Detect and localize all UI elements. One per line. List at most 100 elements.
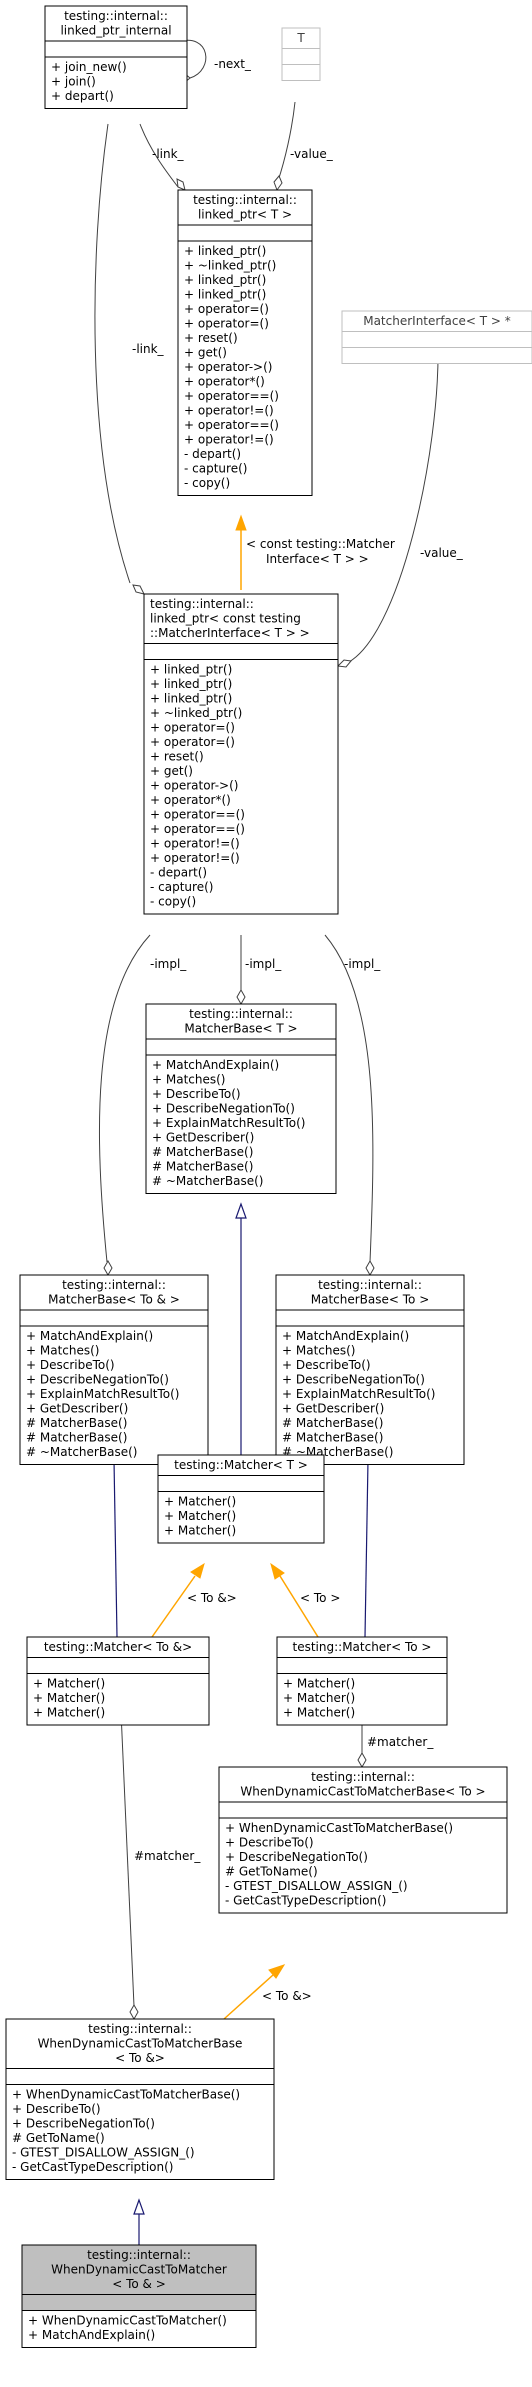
class-method: + linked_ptr() <box>150 677 232 691</box>
class-method: + WhenDynamicCastToMatcher() <box>28 2314 227 2328</box>
class-method: + Matcher() <box>164 1509 236 1523</box>
edge-link-2-diamond <box>132 584 145 595</box>
class-method: # MatcherBase() <box>26 1431 127 1445</box>
class-method: + operator!=() <box>150 837 240 851</box>
class-method: + Matcher() <box>33 1706 105 1720</box>
edge-inherit-wdc-arrow <box>133 2198 145 2215</box>
class-node-linked-ptr-t[interactable]: testing::internal::linked_ptr< T >+ link… <box>177 189 313 496</box>
edge-value-2 <box>344 344 439 665</box>
class-method: + Matcher() <box>164 1524 236 1538</box>
class-title: WhenDynamicCastToMatcherBase <box>38 2037 243 2051</box>
class-box <box>341 310 532 364</box>
class-method: + GetDescriber() <box>282 1402 384 1416</box>
class-title: MatcherBase< To & > <box>48 1293 180 1307</box>
class-title: WhenDynamicCastToMatcherBase< To > <box>240 1785 485 1799</box>
edge-inherit-matcher-toref <box>113 1459 118 1638</box>
edge-label-link-2: -link_ <box>132 342 165 356</box>
class-box <box>145 1003 337 1194</box>
class-method: # MatcherBase() <box>152 1160 253 1174</box>
class-node-matcherbase-toref[interactable]: testing::internal::MatcherBase< To & >+ … <box>19 1274 209 1465</box>
class-method: + ExplainMatchResultTo() <box>152 1116 306 1130</box>
class-method: + Matcher() <box>33 1677 105 1691</box>
edge-label-value-1: -value_ <box>290 147 334 161</box>
class-method: + operator!=() <box>150 851 240 865</box>
class-method: + DescribeNegationTo() <box>12 2117 155 2131</box>
class-box <box>19 1274 209 1465</box>
class-method: + ~linked_ptr() <box>184 259 276 273</box>
class-title: testing::Matcher< T > <box>174 1458 308 1472</box>
class-method: + DescribeNegationTo() <box>225 1850 368 1864</box>
class-box <box>276 1636 448 1726</box>
class-method: + GetDescriber() <box>152 1131 254 1145</box>
edge-label-impl-1: -impl_ <box>150 957 187 971</box>
edge-label-impl-3: -impl_ <box>344 957 381 971</box>
class-method: + operator=() <box>150 721 235 735</box>
class-method: + DescribeNegationTo() <box>26 1373 169 1387</box>
class-title: testing::internal:: <box>88 2022 192 2036</box>
edge-template-to-arrow <box>270 1562 285 1580</box>
class-node-matcherbase-to[interactable]: testing::internal::MatcherBase< To >+ Ma… <box>275 1274 465 1465</box>
edge-label-link-1: -link_ <box>152 147 185 161</box>
class-node-linked-ptr-const[interactable]: testing::internal::linked_ptr< const tes… <box>143 593 339 915</box>
edge-impl-2-diamond <box>236 988 246 1006</box>
class-node-matcherbase-t[interactable]: testing::internal::MatcherBase< T >+ Mat… <box>145 1003 337 1194</box>
class-box <box>218 1766 508 1914</box>
class-node-matcher-t[interactable]: testing::Matcher< T >+ Matcher()+ Matche… <box>157 1454 325 1544</box>
class-title: testing::internal:: <box>318 1278 422 1292</box>
class-title: testing::Matcher< To &> <box>44 1640 192 1654</box>
class-method: # MatcherBase() <box>26 1416 127 1430</box>
edge-inherit-matcher-to <box>364 1459 369 1638</box>
class-method: + linked_ptr() <box>150 663 232 677</box>
class-node-wdcbase-to[interactable]: testing::internal::WhenDynamicCastToMatc… <box>218 1766 508 1914</box>
edge-label-matcher-2: #matcher_ <box>134 1849 201 1863</box>
class-node-matcherinterface[interactable]: MatcherInterface< T > * <box>341 310 532 364</box>
edge-template-wdc <box>223 1974 274 2020</box>
class-method: - GetCastTypeDescription() <box>225 1894 387 1908</box>
edge-label-value-2: -value_ <box>420 546 464 560</box>
class-node-wdcbase-toref[interactable]: testing::internal::WhenDynamicCastToMatc… <box>5 2018 275 2180</box>
class-method: + operator==() <box>150 808 245 822</box>
class-node-linked-ptr-internal[interactable]: testing::internal::linked_ptr_internal+ … <box>44 5 188 109</box>
class-title: MatcherBase< To > <box>311 1293 430 1307</box>
edge-value-1 <box>277 101 296 182</box>
class-method: + WhenDynamicCastToMatcherBase() <box>225 1821 453 1835</box>
class-method: + Matches() <box>26 1344 99 1358</box>
class-box <box>5 2018 275 2180</box>
class-method: + reset() <box>184 331 238 345</box>
class-title: testing::internal:: <box>150 597 254 611</box>
class-method: + depart() <box>51 89 114 103</box>
class-box <box>157 1454 325 1544</box>
class-method: + WhenDynamicCastToMatcherBase() <box>12 2088 240 2102</box>
class-method: + ~linked_ptr() <box>150 706 242 720</box>
edge-inherit-matcher-t-arrow <box>235 1202 247 1219</box>
class-node-matcher-toref[interactable]: testing::Matcher< To &>+ Matcher()+ Matc… <box>26 1636 210 1726</box>
class-method: + reset() <box>150 750 204 764</box>
edge-template-wdc-arrow <box>268 1964 286 1979</box>
class-node-matcher-to[interactable]: testing::Matcher< To >+ Matcher()+ Match… <box>276 1636 448 1726</box>
class-method: + MatchAndExplain() <box>28 2328 155 2342</box>
class-method: + linked_ptr() <box>150 692 232 706</box>
class-title: < To &> <box>115 2051 165 2065</box>
class-method: + operator!=() <box>184 433 274 447</box>
class-method: + Matcher() <box>33 1691 105 1705</box>
class-method: + DescribeTo() <box>282 1358 371 1372</box>
class-title: MatcherInterface< T > * <box>363 314 511 328</box>
edge-impl-1-diamond <box>103 1259 113 1277</box>
class-method: + operator=() <box>184 302 269 316</box>
class-method: + get() <box>150 764 193 778</box>
class-method: # GetToName() <box>225 1865 318 1879</box>
class-method: + operator*() <box>150 793 231 807</box>
edge-link-1-diamond <box>176 178 186 191</box>
class-title: linked_ptr< const testing <box>150 612 301 626</box>
class-method: + DescribeTo() <box>225 1836 314 1850</box>
class-title: MatcherBase< T > <box>184 1022 297 1036</box>
edge-template-const-arrow <box>235 514 247 531</box>
class-method: + operator!=() <box>184 404 274 418</box>
edge-label-template-to: < To > <box>300 1591 340 1605</box>
class-node-wdc-toref[interactable]: testing::internal::WhenDynamicCastToMatc… <box>21 2244 257 2348</box>
class-method: + operator==() <box>184 418 279 432</box>
edge-label-next: -next_ <box>214 57 252 71</box>
class-method: # GetToName() <box>12 2131 105 2145</box>
class-node-t[interactable]: T <box>281 27 321 81</box>
